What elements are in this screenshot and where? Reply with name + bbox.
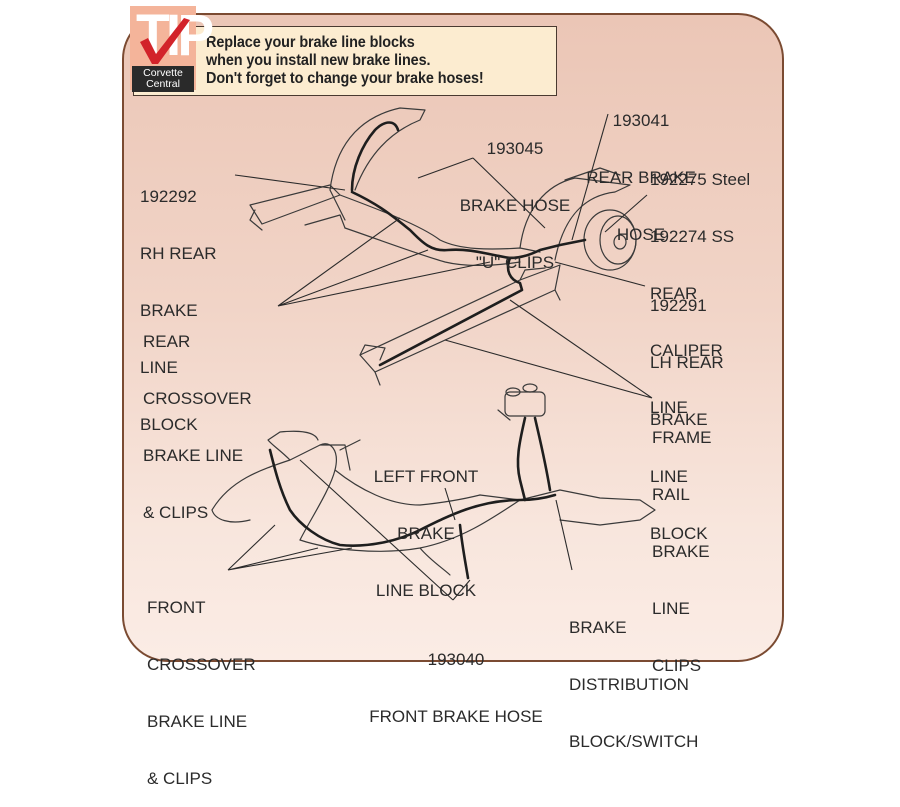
label-line: LINE [652,599,690,618]
front-frame-drawing [211,430,656,576]
leader-front-hose [299,459,471,601]
frame-rail-line [378,256,524,367]
label-line: 192292 [140,187,197,206]
label-line: 192275 Steel [650,170,751,189]
label-line: 192274 SS [650,227,735,246]
leader-left-front-block [444,487,456,521]
leader-rear-crossover [277,217,491,307]
label-line: BRAKE LINE [143,446,244,465]
label-line: RH REAR [140,244,217,263]
label-line: LINE [140,358,178,377]
label-line: BRAKE [652,542,710,561]
tip-line-3: Don't forget to change your brake hoses! [206,70,484,87]
label-line: RAIL [652,485,690,504]
label-line: BRAKE [140,301,198,320]
rear-rh-fender-drawing [249,107,426,231]
leader-distribution [555,499,573,571]
label-line: LINE BLOCK [375,581,477,600]
label-left-front-brake-line-block: LEFT FRONT BRAKE LINE BLOCK [364,429,488,619]
label-line: BRAKE HOSE [459,196,571,215]
label-line: 193045 [486,139,544,158]
master-cyl-line-2 [533,416,552,492]
label-line: FRONT BRAKE HOSE [369,707,543,726]
label-line: CROSSOVER [147,655,256,674]
label-line: FRAME [652,428,712,447]
rear-crossover-line [350,190,587,260]
label-line: LINE [650,398,688,417]
label-front-brake-hose: 193040 FRONT BRAKE HOSE [358,612,554,745]
label-rear-crossover: REAR CROSSOVER BRAKE LINE & CLIPS [143,294,252,541]
label-line: BLOCK [140,415,198,434]
brake-system-illustration [211,107,656,601]
label-line: BRAKE LINE [147,712,248,731]
tip-callout-box [133,26,557,96]
label-rear-caliper-line: 192275 Steel 192274 SS REAR CALIPER LINE [650,132,750,436]
label-line: REAR BRAKE [586,168,696,187]
label-line: CLIPS [652,656,702,675]
label-line: FRONT [147,598,206,617]
frame-rail-drawing [359,264,561,386]
label-line: CROSSOVER [143,389,252,408]
label-line: LEFT FRONT [373,467,479,486]
brand-line-2: Central [146,78,180,90]
checkmark-icon [140,18,190,64]
leader-lines [227,113,653,601]
leader-rear-hose [571,113,609,241]
label-lh-rear-brake-line-block: 192291 LH REAR BRAKE LINE BLOCK [650,258,724,562]
label-line: 193041 [612,111,670,130]
label-line: 192291 [650,296,707,315]
label-line: REAR [650,284,698,303]
label-rear-brake-hose: 193041 REAR BRAKE HOSE [578,73,704,263]
label-brake-hose-u-clips: 193045 BRAKE HOSE "U" CLIPS [452,101,578,291]
label-line: "U" CLIPS [475,253,555,272]
label-line: BLOCK [650,524,708,543]
leader-frame-rail [444,299,653,399]
tip-line-2: when you install new brake lines. [206,52,431,69]
rear-crossmember-drawing [339,194,541,267]
label-line: CALIPER [650,341,723,360]
leader-lh-block [554,261,646,287]
master-cylinder-drawing [497,383,546,421]
tip-text: Replace your brake line blocks when you … [206,34,484,88]
tip-line-1: Replace your brake line blocks [206,34,415,51]
label-line: LH REAR [650,353,724,372]
master-cyl-line-1 [516,416,527,502]
label-line: BRAKE [397,524,455,543]
label-brake-distribution-block: BRAKE DISTRIBUTION BLOCK/SWITCH [569,580,698,770]
label-line: BRAKE [650,410,708,429]
leader-u-clips [417,157,546,229]
brand-badge: Corvette Central [132,66,194,92]
label-line: DISTRIBUTION [569,675,689,694]
brand-line-1: Corvette [143,67,183,79]
tip-logo: TIP Corvette Central [130,6,214,92]
label-rh-rear-brake-line-block: 192292 RH REAR BRAKE LINE BLOCK [140,149,217,453]
diagram-panel [122,13,784,662]
label-line: & CLIPS [143,503,209,522]
front-crossover-line [268,448,557,547]
brake-lines [268,121,587,580]
label-line: REAR [143,332,191,351]
label-line: BLOCK/SWITCH [569,732,699,751]
leader-rh-block [234,174,346,191]
rear-lh-fender-drawing [519,167,631,261]
leader-caliper-line [604,194,648,233]
label-line: BRAKE [569,618,627,637]
rh-rear-hose-line [350,121,400,192]
label-line: & CLIPS [147,769,213,788]
label-front-crossover: FRONT CROSSOVER BRAKE LINE & CLIPS [147,560,256,807]
front-hose-line [458,523,470,580]
label-frame-rail-clips: FRAME RAIL BRAKE LINE CLIPS [652,390,712,694]
label-line: HOSE [616,225,666,244]
label-line: 193040 [427,650,485,669]
leader-front-crossover [227,524,353,571]
label-line: LINE [650,467,688,486]
